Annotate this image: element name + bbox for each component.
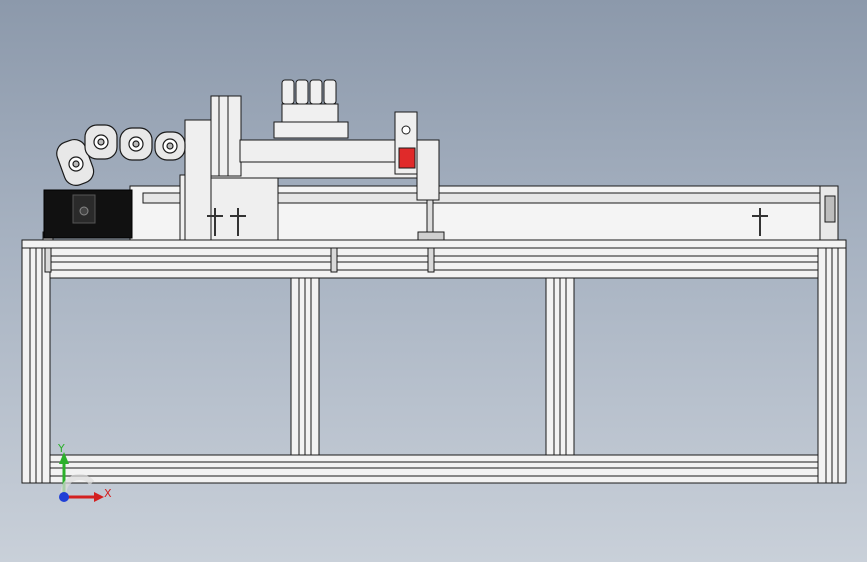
top-plate	[21, 239, 847, 249]
cable-drag-chain	[56, 124, 186, 186]
aluminum-frame	[21, 239, 847, 484]
servo-motor	[43, 189, 133, 239]
triad-y-label: Y	[57, 442, 65, 455]
valve-assembly	[273, 79, 349, 139]
cross-brackets	[207, 208, 768, 236]
vertical-bracket	[394, 111, 445, 241]
triad-x-label: X	[104, 487, 112, 500]
z-axis-marker	[59, 492, 69, 502]
coordinate-triad: Y X	[57, 442, 112, 502]
bottom-beam	[35, 454, 833, 484]
